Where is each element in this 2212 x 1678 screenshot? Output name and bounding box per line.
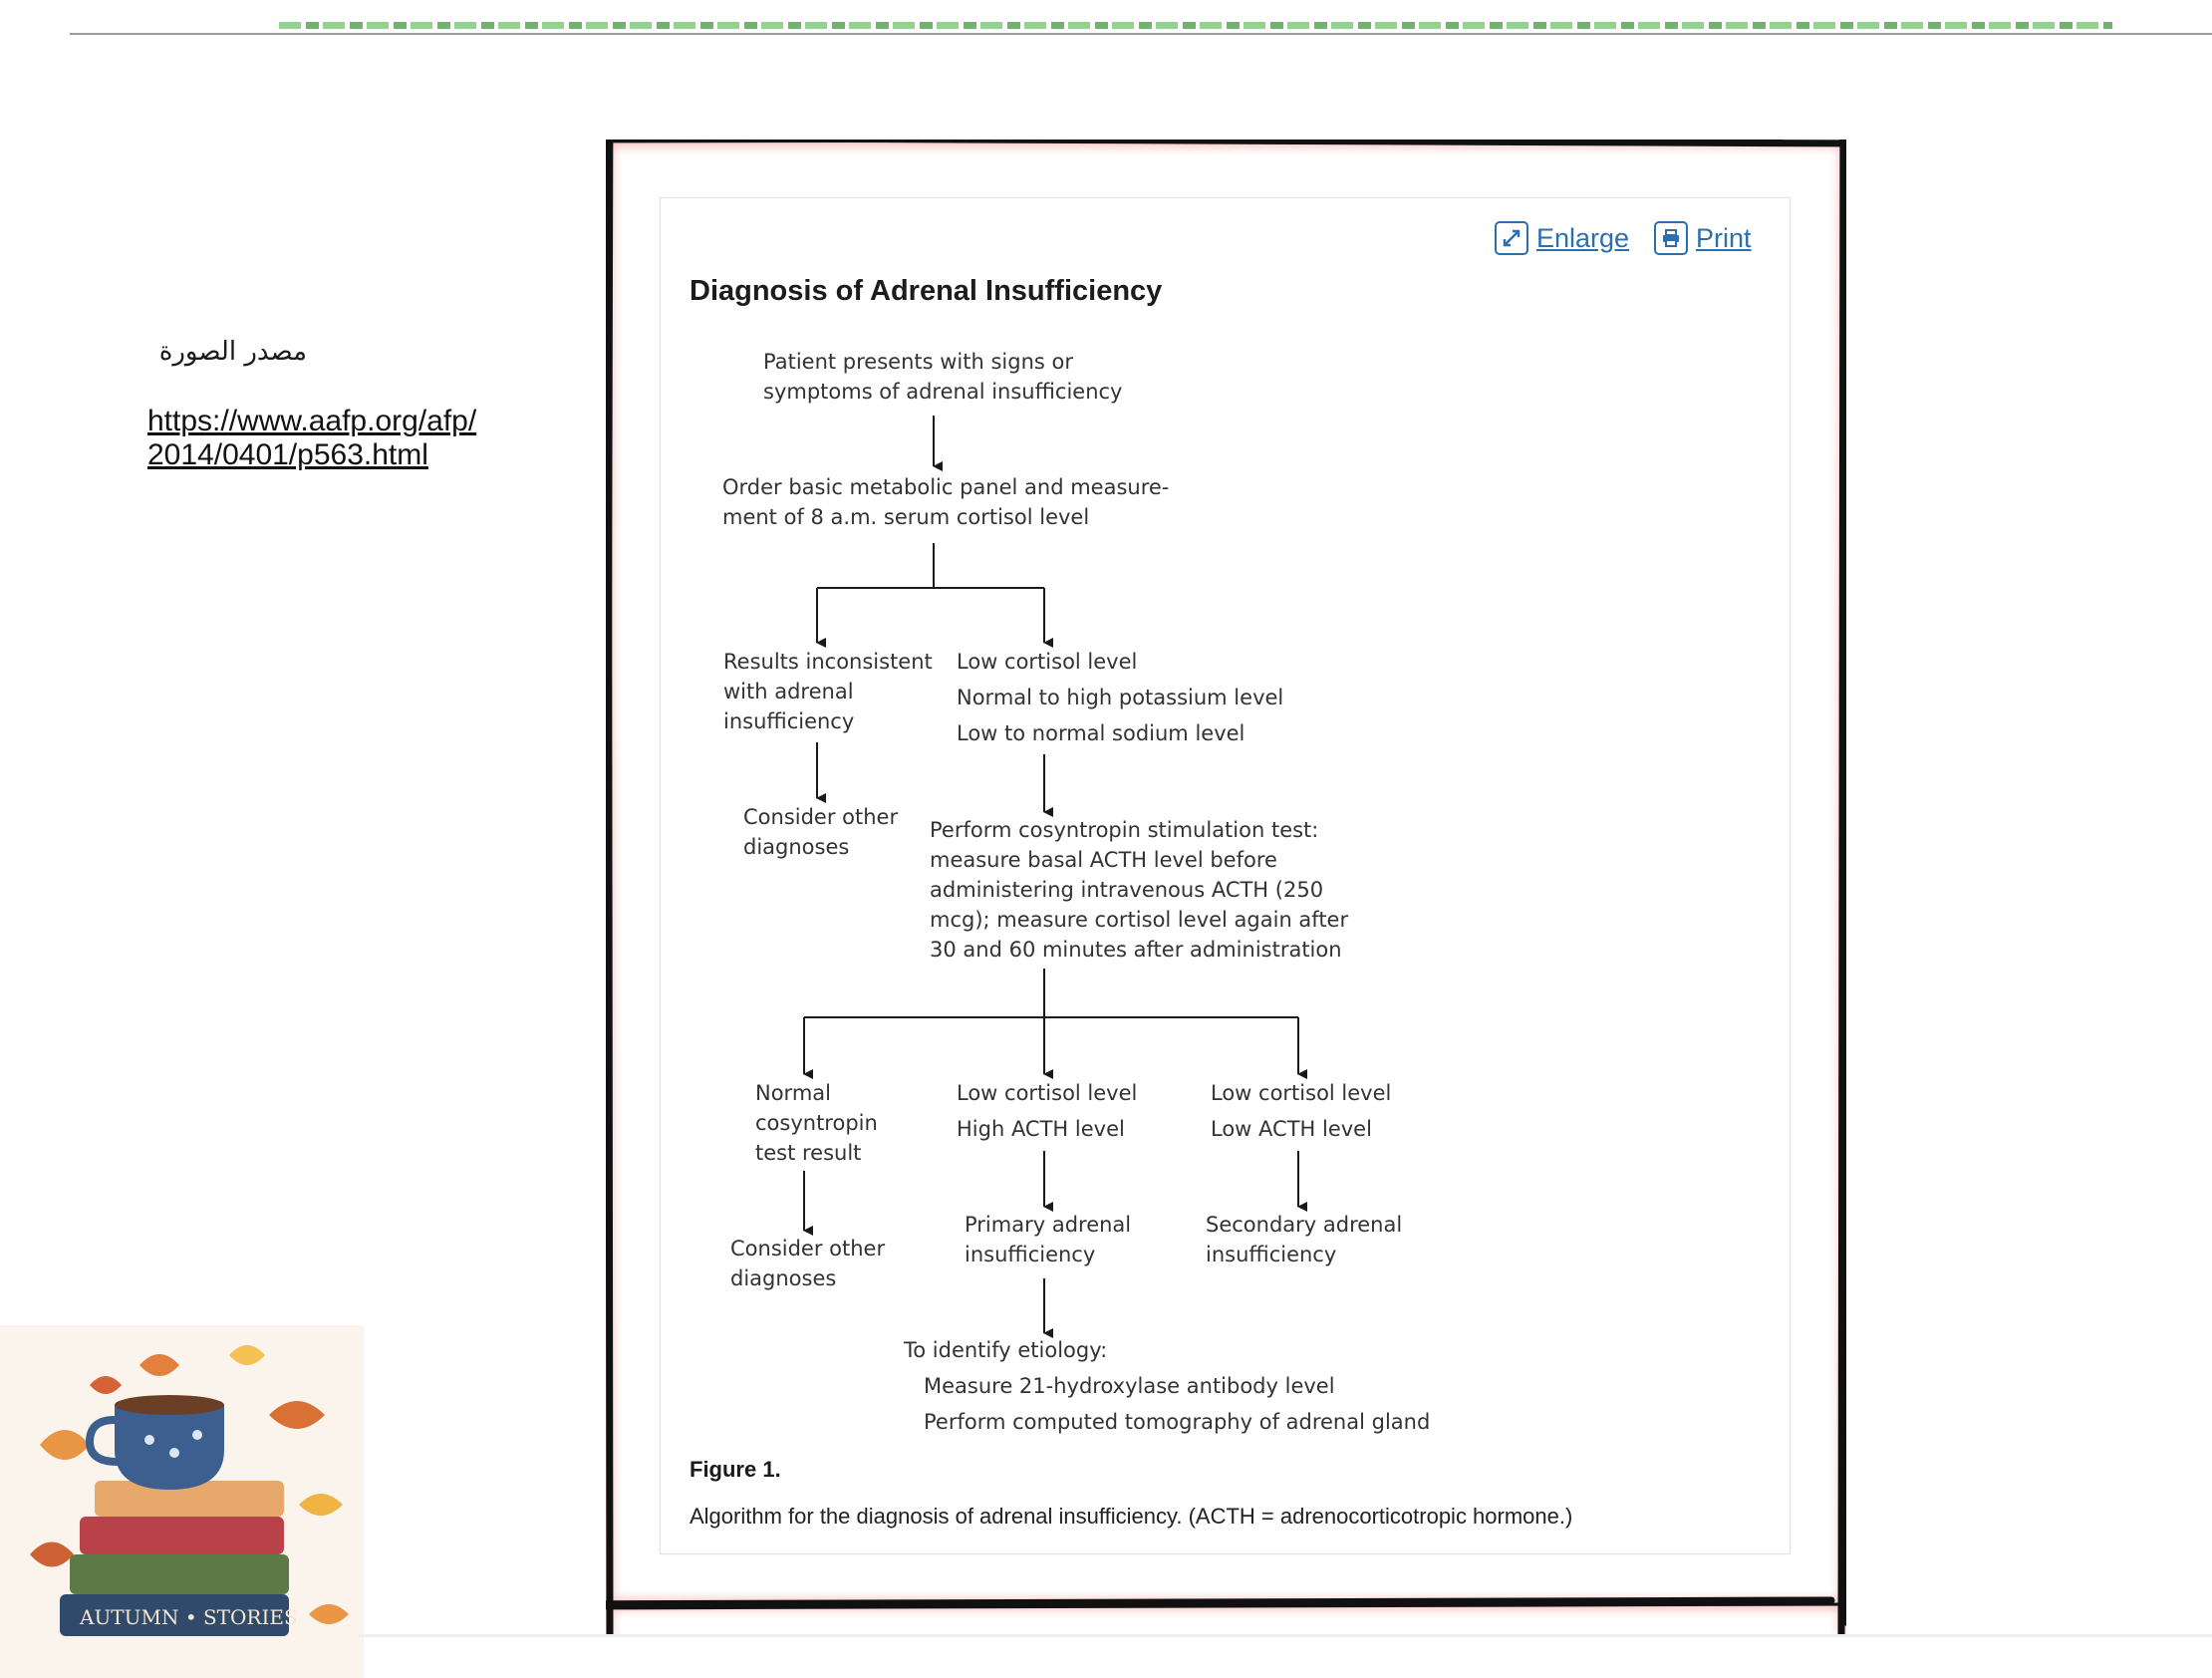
node-line: Results inconsistent [723,650,933,674]
node-high-acth: Low cortisol level High ACTH level [957,1078,1137,1150]
node-etiology-steps: Measure 21-hydroxylase antibody level Pe… [924,1371,1430,1443]
figure-label: Figure 1. [690,1457,781,1482]
node-line: Low cortisol level [957,650,1138,674]
node-secondary-adrenal: Secondary adrenal insufficiency [1206,1210,1402,1269]
source-link[interactable]: https://www.aafp.org/afp/ 2014/0401/p563… [147,405,506,472]
enlarge-label[interactable]: Enlarge [1536,222,1630,253]
print-button[interactable]: Print [1654,221,1752,255]
node-line: insufficiency [965,1243,1096,1266]
figure-title: Diagnosis of Adrenal Insufficiency [690,275,1163,307]
figure-card [660,197,1791,1554]
node-line: Low ACTH level [1211,1117,1372,1141]
node-line: Consider other [730,1237,886,1260]
node-low-cortisol-electrolytes: Low cortisol level Normal to high potass… [957,647,1283,754]
node-line: insufficiency [1206,1243,1337,1266]
node-line: Measure 21-hydroxylase antibody level [924,1374,1335,1398]
top-divider [70,33,2212,35]
node-line: cosyntropin [755,1111,878,1135]
node-line: with adrenal [723,680,854,703]
node-low-acth: Low cortisol level Low ACTH level [1211,1078,1391,1150]
node-consider-other-1: Consider other diagnoses [743,802,898,862]
node-line: symptoms of adrenal insufficiency [763,380,1123,404]
node-line: mcg); measure cortisol level again after [930,908,1349,932]
node-order-panel: Order basic metabolic panel and measure-… [722,472,1169,532]
node-line: High ACTH level [957,1117,1125,1141]
node-line: Primary adrenal [965,1213,1132,1237]
node-line: ment of 8 a.m. serum cortisol level [722,505,1090,529]
books-icon: AUTUMN • STORIES [60,1481,298,1636]
node-line: diagnoses [743,835,850,859]
node-line: administering intravenous ACTH (250 [930,878,1324,902]
node-consider-other-2: Consider other diagnoses [730,1234,885,1293]
printer-icon [1654,221,1688,255]
node-line: Low cortisol level [1211,1081,1392,1105]
node-line: Perform computed tomography of adrenal g… [924,1410,1431,1434]
source-link-line-2[interactable]: 2014/0401/p563.html [147,438,428,471]
node-line: Patient presents with signs or [763,350,1073,374]
image-source-label: مصدر الصورة [158,337,307,367]
node-etiology-heading: To identify etiology: [904,1338,1108,1362]
node-results-inconsistent: Results inconsistent with adrenal insuff… [723,647,933,736]
bottom-divider [359,1634,2212,1637]
node-line: Low to normal sodium level [957,721,1245,745]
node-normal-cosyntropin: Normal cosyntropin test result [755,1078,878,1168]
node-line: test result [755,1141,862,1165]
node-patient-presents: Patient presents with signs or symptoms … [763,347,1123,407]
node-line: Normal to high potassium level [957,686,1284,709]
node-line: Normal [755,1081,831,1105]
teacup-icon [85,1395,224,1490]
source-link-line-1[interactable]: https://www.aafp.org/afp/ [147,405,477,437]
svg-text:AUTUMN • STORIES: AUTUMN • STORIES [79,1605,298,1629]
node-line: measure basal ACTH level before [930,848,1277,872]
node-cosyntropin-test: Perform cosyntropin stimulation test: me… [930,815,1348,965]
node-line: Order basic metabolic panel and measure- [722,475,1170,499]
node-line: Low cortisol level [957,1081,1138,1105]
autumn-books-teacup-illustration: AUTUMN • STORIES [0,1325,364,1678]
expand-icon [1495,221,1528,255]
node-primary-adrenal: Primary adrenal insufficiency [965,1210,1131,1269]
enlarge-button[interactable]: Enlarge [1495,221,1629,255]
figure-caption: Algorithm for the diagnosis of adrenal i… [690,1504,1573,1529]
print-label[interactable]: Print [1696,222,1752,253]
node-line: Perform cosyntropin stimulation test: [930,818,1319,842]
sketch-frame [606,140,1846,1636]
node-line: insufficiency [723,709,855,733]
node-line: Consider other [743,805,899,829]
node-line: Secondary adrenal [1206,1213,1403,1237]
node-line: 30 and 60 minutes after administration [930,938,1342,962]
leaf-icon [30,1345,349,1624]
top-link-strip [279,22,2112,29]
node-line: diagnoses [730,1266,837,1290]
